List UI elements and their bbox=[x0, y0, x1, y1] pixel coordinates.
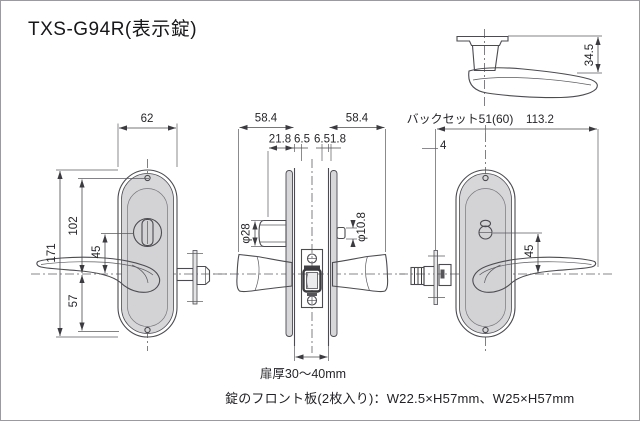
handle-back-view: バックセット51(60) 113.2 4 bbox=[399, 112, 613, 353]
screw-bottom bbox=[144, 326, 151, 334]
lever-handle bbox=[36, 256, 161, 293]
faceplate-screw-bottom bbox=[306, 295, 318, 306]
dim-upper-height: 102 bbox=[68, 216, 80, 235]
faceplate-screw-top bbox=[306, 253, 318, 264]
lever-grip bbox=[468, 67, 598, 99]
latch-bolt-head bbox=[196, 265, 211, 286]
lever-neck bbox=[471, 44, 500, 72]
maker-mark bbox=[307, 293, 317, 296]
right-plate-edge bbox=[330, 170, 338, 337]
dim-backset: バックセット51(60) bbox=[407, 112, 514, 126]
lever-side-view: 34.5 bbox=[456, 29, 602, 107]
plate-outer bbox=[455, 169, 516, 338]
door-thickness-note: 扉厚30〜40mm bbox=[260, 367, 346, 381]
release-cap bbox=[479, 219, 492, 228]
section-lever-right bbox=[331, 253, 389, 293]
thumbturn-rose bbox=[132, 217, 163, 248]
handle-section-view: 58.4 58.4 21.8 6.5 6.5 1.8 φ28 bbox=[213, 113, 405, 381]
plate-outer bbox=[117, 169, 178, 338]
lever-handle bbox=[472, 256, 597, 293]
screw-top bbox=[144, 174, 151, 182]
dim-grip-depth: 21.8 bbox=[269, 134, 291, 146]
plate-panel bbox=[127, 188, 168, 327]
dim-thumbturn-offset: 45 bbox=[91, 246, 103, 259]
left-plate-edge bbox=[285, 170, 293, 337]
latch-stop-bar bbox=[304, 265, 320, 270]
dim-left-gap: 6.5 bbox=[294, 134, 310, 146]
dim-right-gap: 6.5 bbox=[314, 134, 330, 146]
dim-handle-offset: 45 bbox=[524, 245, 536, 258]
dim-overall-width: 113.2 bbox=[526, 114, 554, 126]
dim-thumbturn-diameter: φ28 bbox=[241, 223, 253, 243]
dim-plate-width: 62 bbox=[141, 113, 154, 125]
screw-top bbox=[482, 174, 489, 182]
release-button-side bbox=[336, 226, 346, 240]
release-button bbox=[478, 225, 493, 240]
latch-bevel bbox=[306, 272, 309, 289]
spindle-block bbox=[438, 263, 452, 287]
lever-hub-line bbox=[131, 264, 149, 284]
dim-lever-height: 34.5 bbox=[584, 44, 596, 66]
spindle-notch bbox=[440, 269, 445, 279]
thumbturn-knob bbox=[141, 218, 154, 247]
dim-plate-lip: 1.8 bbox=[330, 134, 346, 146]
rose-flange bbox=[456, 35, 509, 47]
dim-right-projection: 58.4 bbox=[346, 113, 369, 125]
screw-bottom bbox=[482, 326, 489, 334]
dim-plate-height: 171 bbox=[46, 243, 58, 262]
handle-front-view: 62 171 102 45 57 bbox=[31, 113, 231, 351]
dim-faceplate-offset: 4 bbox=[440, 140, 447, 152]
section-lever-left bbox=[236, 253, 293, 293]
dim-release-diameter: φ10.8 bbox=[356, 212, 368, 242]
latch-faceplate-edge bbox=[433, 250, 438, 305]
spindle bbox=[176, 267, 194, 282]
plate-panel bbox=[465, 188, 506, 327]
dim-lower-height: 57 bbox=[68, 295, 80, 308]
dim-left-projection: 58.4 bbox=[255, 113, 278, 125]
latch-case bbox=[302, 268, 322, 293]
front-plate-note: 錠のフロント板(2枚入り)：W22.5×H57mm、W25×H57mm bbox=[225, 391, 575, 406]
thumbturn-cylinder bbox=[258, 219, 287, 248]
mortise-faceplate bbox=[300, 248, 324, 309]
latch-bolt bbox=[306, 272, 318, 289]
latch-body bbox=[423, 265, 436, 287]
product-title: TXS-G94R(表示錠) bbox=[28, 19, 198, 40]
lever-highlight bbox=[472, 77, 592, 86]
latch-faceplate-edge bbox=[192, 250, 198, 305]
